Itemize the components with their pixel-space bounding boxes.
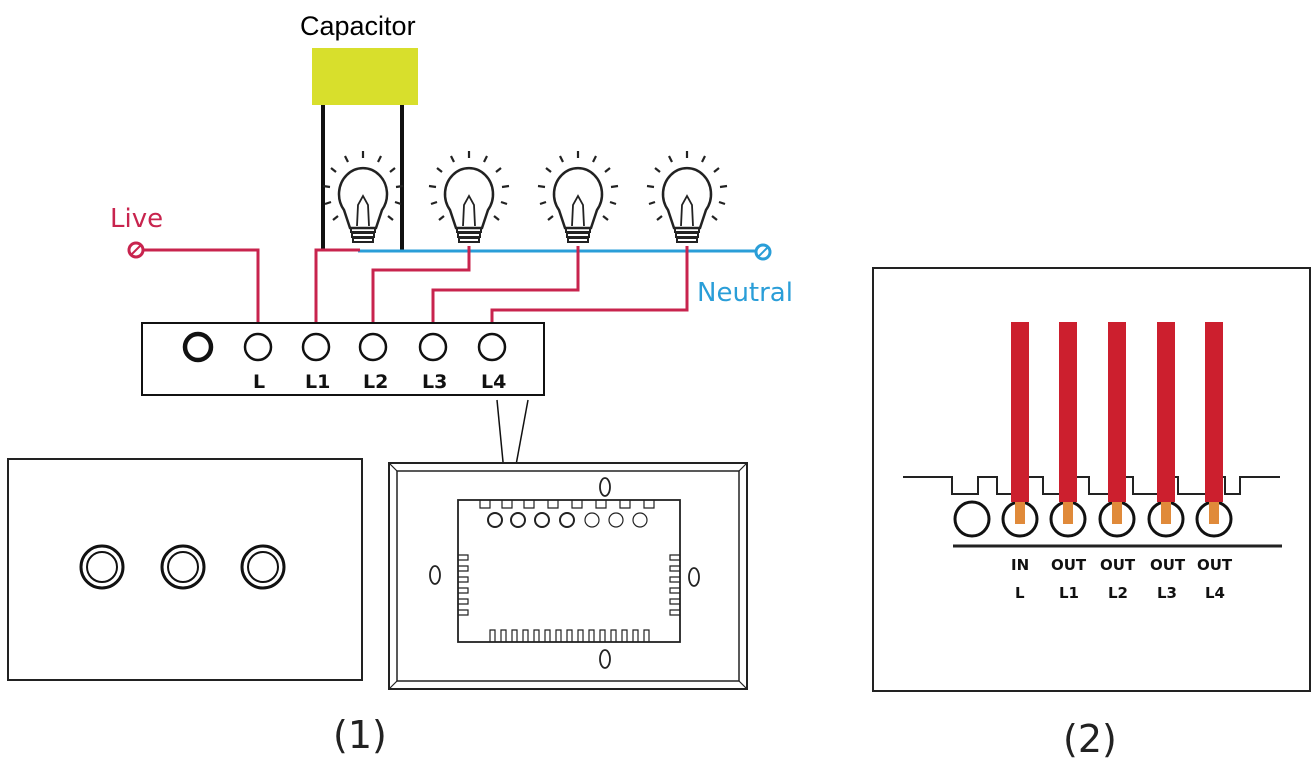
terminal-block <box>141 322 545 396</box>
terminal-label-l2: L2 <box>363 371 388 393</box>
detail-io-label-out2: OUT <box>1100 556 1136 574</box>
detail-io-label-out4: OUT <box>1197 556 1233 574</box>
detail-terminal-screw <box>953 500 991 538</box>
neutral-terminal-icon <box>754 243 772 261</box>
switch-back-panel <box>388 462 748 690</box>
neutral-label: Neutral <box>697 278 793 308</box>
bulb-icon <box>428 151 510 243</box>
terminal-screw <box>182 331 214 363</box>
live-label: Live <box>110 204 163 234</box>
terminal-label-l3: L3 <box>422 371 447 393</box>
detail-io-label-in: IN <box>1011 556 1029 574</box>
detail-terminal-label-l4: L4 <box>1205 584 1225 602</box>
terminal-label-l1: L1 <box>305 371 330 393</box>
detail-terminal-label-l: L <box>1015 584 1025 602</box>
touch-button-icon <box>79 544 125 590</box>
detail-terminal-label-l1: L1 <box>1059 584 1079 602</box>
capacitor <box>312 48 418 105</box>
bulb-icon <box>322 151 404 243</box>
touch-button-icon <box>240 544 286 590</box>
detail-panel <box>872 267 1311 692</box>
terminal-screw <box>358 332 388 362</box>
detail-io-label-out3: OUT <box>1150 556 1186 574</box>
figure-1-label: (1) <box>333 713 387 757</box>
terminal-screw <box>418 332 448 362</box>
detail-terminal-label-l2: L2 <box>1108 584 1128 602</box>
terminal-label-l: L <box>253 371 265 393</box>
live-terminal-icon <box>127 241 145 259</box>
terminal-screw <box>477 332 507 362</box>
bulb-icon <box>537 151 619 243</box>
terminal-screw <box>243 332 273 362</box>
terminal-label-l4: L4 <box>481 371 506 393</box>
detail-io-label-out1: OUT <box>1051 556 1087 574</box>
terminal-screw <box>301 332 331 362</box>
capacitor-label: Capacitor <box>300 11 416 41</box>
figure-2-label: (2) <box>1063 717 1117 761</box>
detail-terminal-label-l3: L3 <box>1157 584 1177 602</box>
detail-wires <box>1011 322 1223 524</box>
touch-button-icon <box>160 544 206 590</box>
bulb-icon <box>646 151 728 243</box>
